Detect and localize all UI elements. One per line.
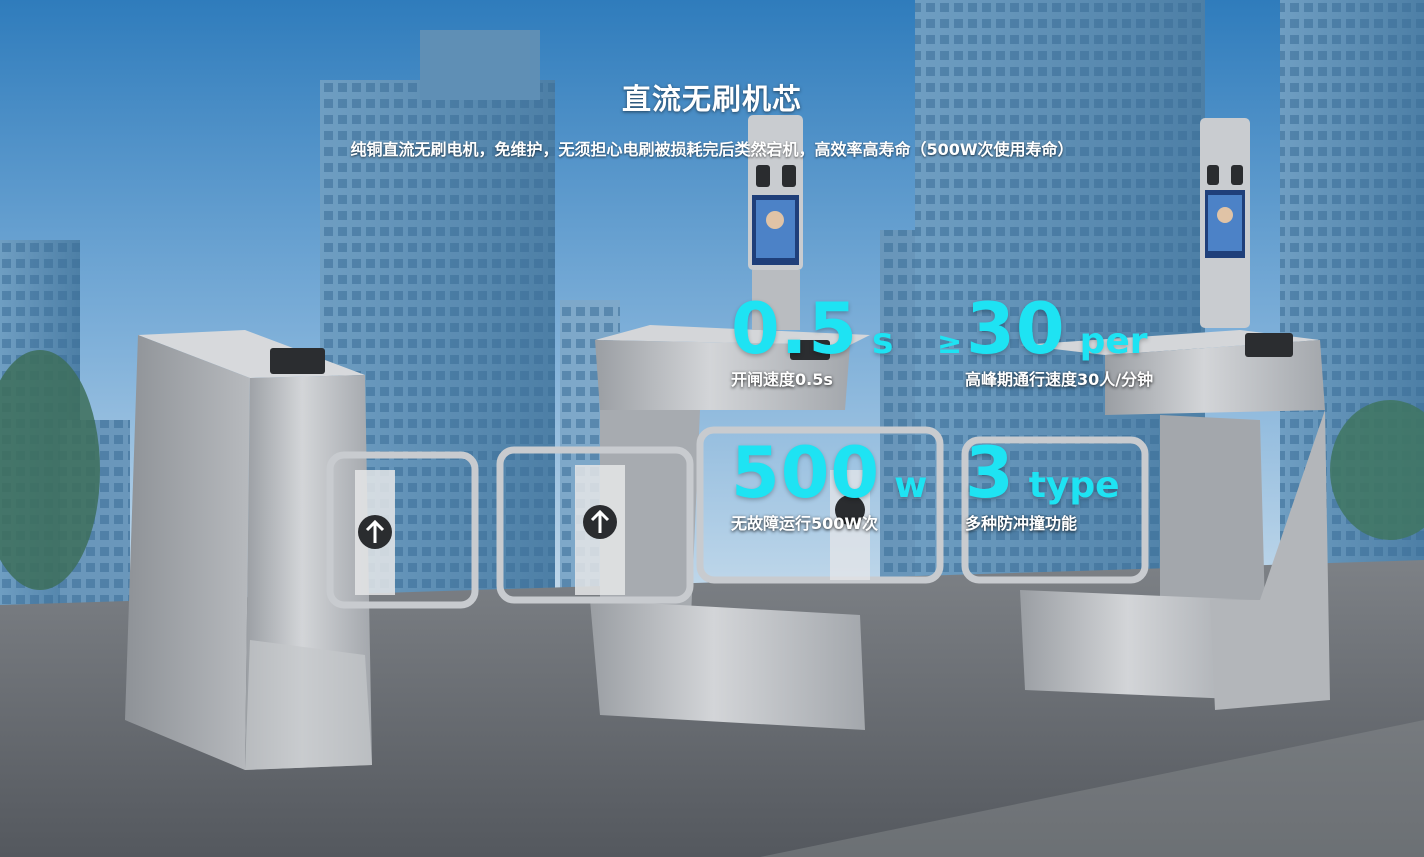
- trees: [0, 350, 1424, 590]
- page-subtitle: 纯铜直流无刷电机，免维护，无须担心电刷被损耗完后类然宕机，高效率高寿命（500W…: [350, 140, 1074, 159]
- stat-unit: s: [872, 321, 894, 362]
- stat-prefix: ≥: [937, 326, 963, 361]
- turnstile-middle: [496, 115, 944, 730]
- stat-value: 500: [731, 432, 881, 514]
- stat-value: 0.5: [731, 288, 859, 370]
- stat-unit: w: [894, 465, 928, 506]
- stat-value: 30: [966, 288, 1066, 370]
- turnstile-left: [125, 330, 479, 770]
- stat-unit: type: [1028, 465, 1120, 506]
- stat-fault-free-cycles: 500 w 无故障运行500W次: [731, 438, 927, 534]
- stat-value: 3: [965, 432, 1015, 514]
- stat-peak-throughput: ≥ 30 per 高峰期通行速度30人/分钟: [937, 294, 1153, 390]
- stat-anti-collision: 3 type 多种防冲撞功能: [965, 438, 1120, 534]
- stat-label: 多种防冲撞功能: [965, 514, 1078, 533]
- stat-label: 无故障运行500W次: [731, 514, 879, 533]
- stat-unit: per: [1079, 321, 1148, 362]
- stat-label: 高峰期通行速度30人/分钟: [965, 370, 1154, 389]
- stat-label: 开闸速度0.5s: [731, 370, 833, 389]
- turnstile-right: [961, 118, 1330, 710]
- stat-open-speed: 0.5 s 开闸速度0.5s: [731, 294, 893, 390]
- page-title: 直流无刷机芯: [621, 82, 802, 116]
